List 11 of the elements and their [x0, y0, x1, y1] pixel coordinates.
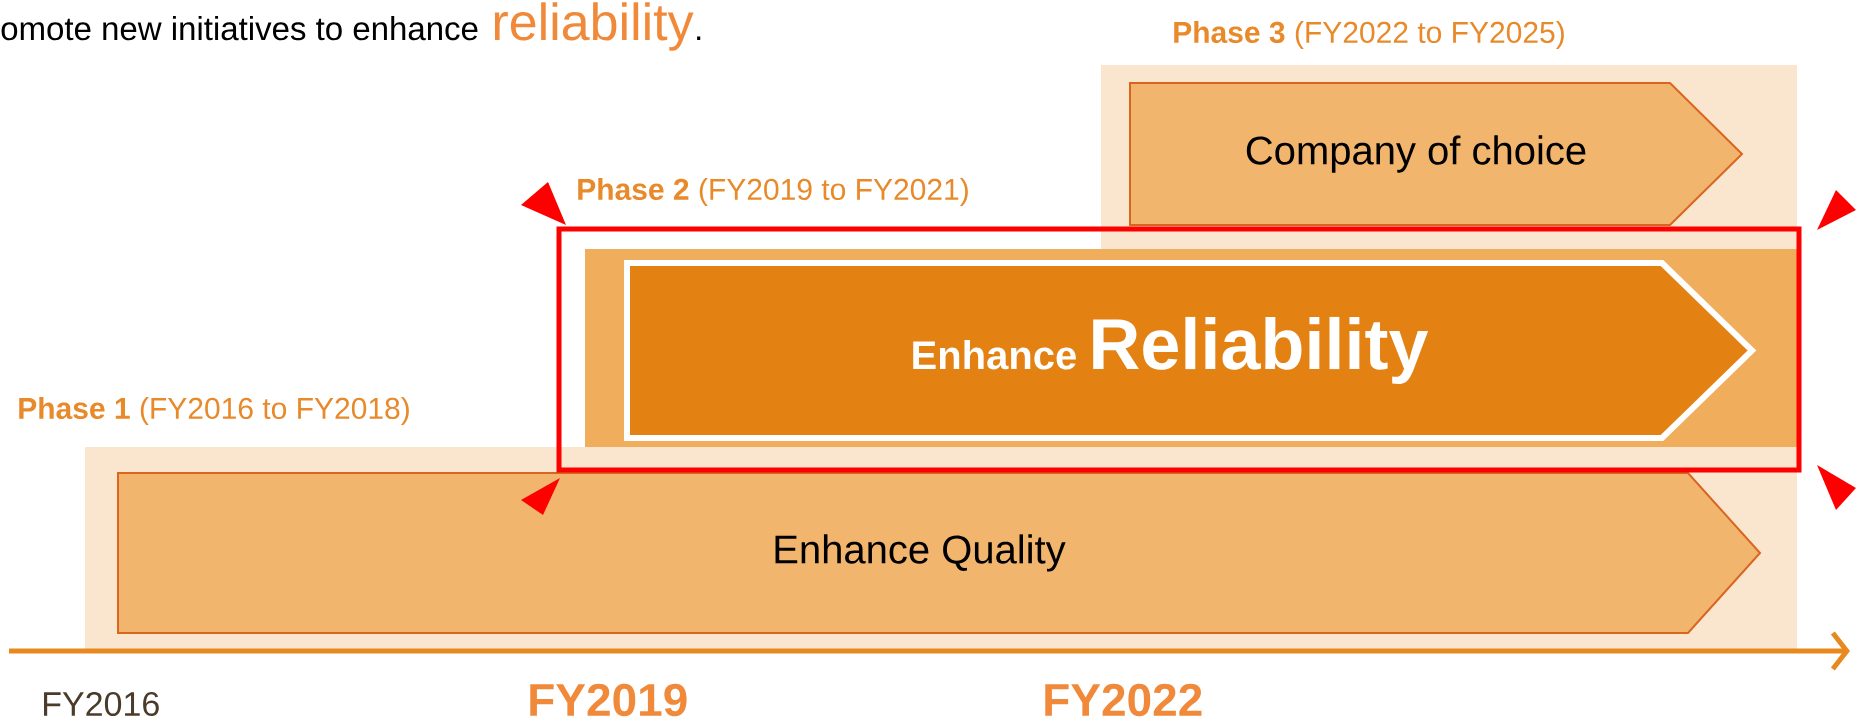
node-label: Phase 1 (FY2016 to FY2018) — [19, 397, 409, 425]
arrow-box: Enhance Reliability — [624, 260, 1757, 441]
node-label: Phase 2 (FY2019 to FY2021) — [578, 178, 968, 206]
axis-label: FY2016 — [44, 691, 159, 716]
axis-label: FY2019 — [530, 683, 687, 717]
intro-text: reliability — [494, 2, 694, 51]
intro-text: . — [697, 36, 701, 40]
axis-label: FY2022 — [1045, 683, 1202, 717]
intro-text: omote new initiatives to enhance — [1, 16, 478, 41]
arrow-box: Company of choice — [1129, 82, 1744, 226]
node-label: Phase 3 (FY2022 to FY2025) — [1174, 21, 1564, 49]
